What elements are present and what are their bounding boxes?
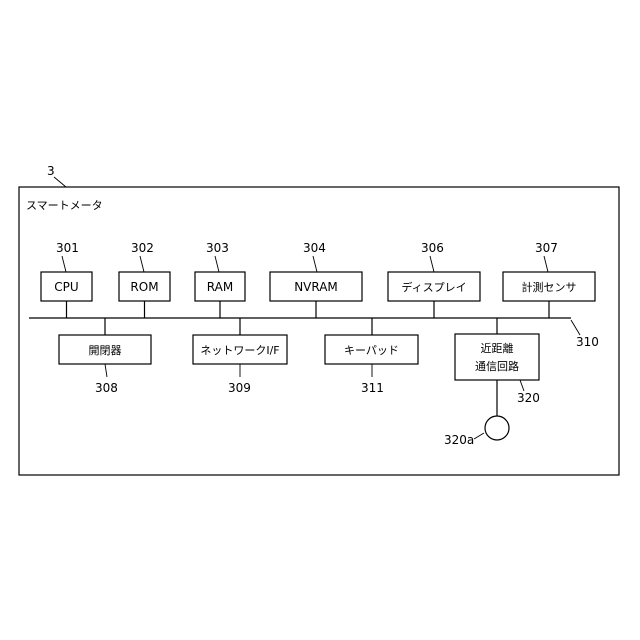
device-ref-leader: [54, 177, 66, 187]
ref-304: 304: [303, 241, 326, 255]
nfc-circuit-label-line1: 近距離: [481, 341, 514, 355]
leader-304: [313, 256, 317, 272]
antenna-coil: [485, 416, 509, 440]
meter-sensor-label: 計測センサ: [522, 280, 577, 294]
block-meter-sensor: 307 計測センサ: [503, 241, 595, 318]
bus-ref-leader: [571, 320, 580, 335]
bus-ref-label: 310: [576, 335, 599, 349]
block-nvram: 304 NVRAM: [270, 241, 362, 318]
nvram-label: NVRAM: [294, 280, 338, 294]
display-label: ディスプレイ: [401, 280, 466, 294]
ref-303: 303: [206, 241, 229, 255]
ref-301: 301: [56, 241, 79, 255]
block-rom: 302 ROM: [119, 241, 170, 318]
block-network-if: ネットワークI/F 309: [193, 318, 287, 395]
ref-309: 309: [228, 381, 251, 395]
leader-320: [520, 380, 524, 391]
ref-302: 302: [131, 241, 154, 255]
ref-307: 307: [535, 241, 558, 255]
ref-311: 311: [361, 381, 384, 395]
ref-308: 308: [95, 381, 118, 395]
block-display: 306 ディスプレイ: [388, 241, 480, 318]
keypad-label: キーパッド: [344, 344, 399, 357]
leader-303: [215, 256, 219, 272]
antenna-ref-label: 320a: [444, 433, 474, 447]
nfc-circuit-box: [455, 334, 539, 380]
block-cpu: 301 CPU: [41, 241, 92, 318]
leader-308: [105, 364, 107, 377]
device-title: スマートメータ: [26, 199, 103, 212]
leader-302: [140, 256, 144, 272]
block-ram: 303 RAM: [195, 241, 245, 318]
rom-label: ROM: [130, 280, 158, 294]
ram-label: RAM: [207, 280, 233, 294]
block-keypad: キーパッド 311: [325, 318, 418, 395]
leader-307: [544, 256, 548, 272]
ref-320: 320: [517, 391, 540, 405]
leader-301: [62, 256, 66, 272]
switch-label: 開閉器: [89, 344, 122, 357]
cpu-label: CPU: [54, 280, 78, 294]
network-if-label: ネットワークI/F: [200, 344, 279, 357]
leader-306: [430, 256, 434, 272]
device-ref-label: 3: [47, 164, 55, 178]
block-nfc-circuit: 近距離 通信回路 320 320a: [444, 318, 540, 447]
ref-306: 306: [421, 241, 444, 255]
nfc-circuit-label-line2: 通信回路: [475, 360, 519, 373]
smart-meter-frame: [19, 187, 619, 475]
block-switch: 開閉器 308: [59, 318, 151, 395]
leader-320a: [474, 433, 484, 439]
